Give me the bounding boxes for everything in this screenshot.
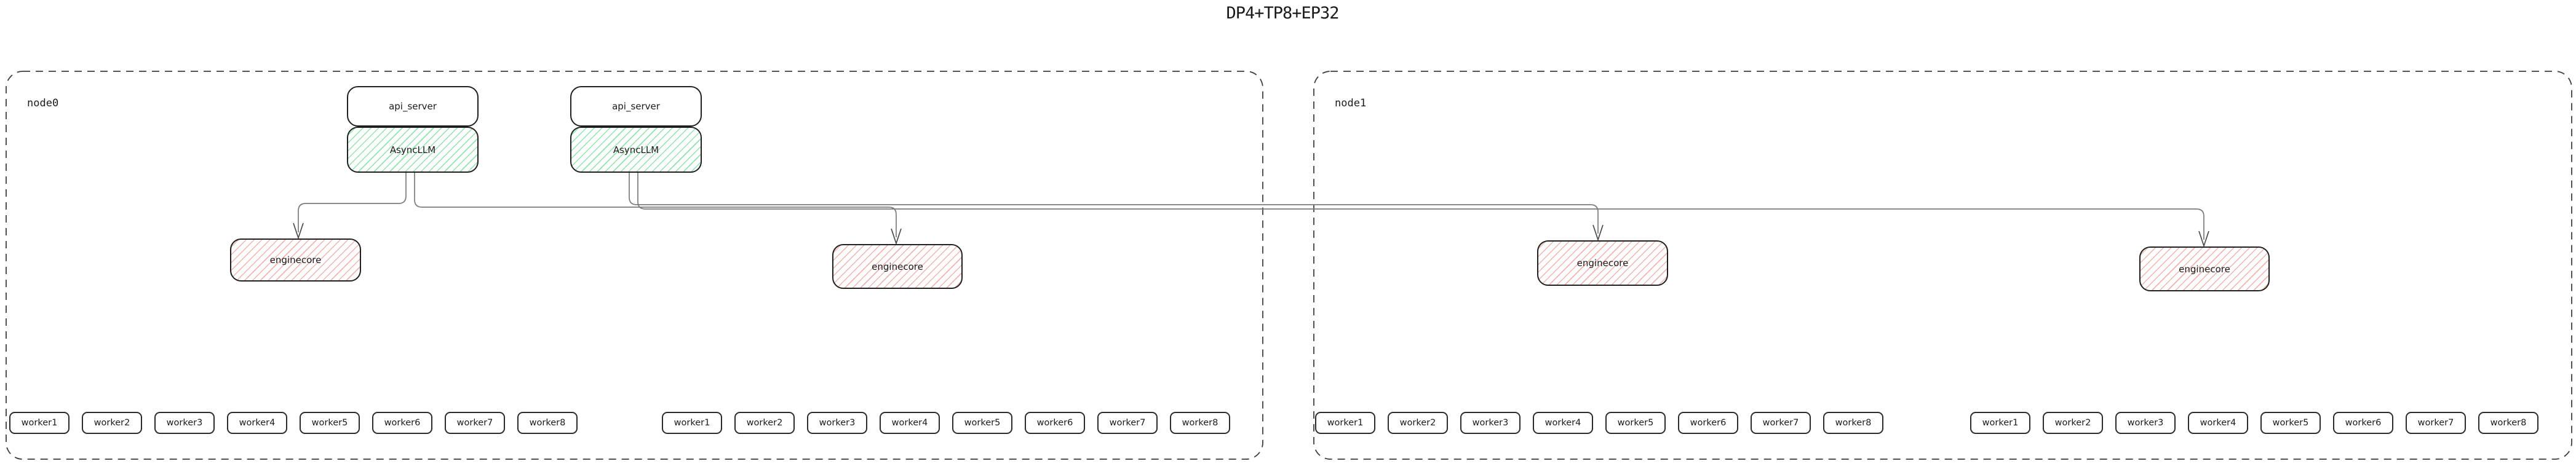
wire-asyncllm1-to-enginecore1 bbox=[298, 173, 407, 232]
worker-box: worker1 bbox=[1970, 412, 2030, 434]
worker-box: worker4 bbox=[880, 412, 940, 434]
worker-box: worker7 bbox=[1097, 412, 1158, 434]
node1-dashed-border bbox=[1313, 71, 2572, 460]
worker-box: worker4 bbox=[227, 412, 287, 434]
worker-box: worker1 bbox=[1315, 412, 1375, 434]
worker-box: worker2 bbox=[1388, 412, 1448, 434]
arrowhead-enginecore3 bbox=[1592, 224, 1604, 242]
worker-box: worker7 bbox=[445, 412, 505, 434]
node1-label: node1 bbox=[1335, 97, 1367, 109]
worker-box: worker2 bbox=[82, 412, 142, 434]
enginecore-box-1: enginecore bbox=[230, 238, 361, 282]
asyncllm-box-2: AsyncLLM bbox=[570, 127, 702, 173]
worker-box: worker1 bbox=[662, 412, 722, 434]
worker-box: worker6 bbox=[372, 412, 432, 434]
wire-asyncllm2-to-enginecore3 bbox=[629, 173, 1599, 234]
worker-box: worker8 bbox=[2478, 412, 2538, 434]
enginecore-box-2: enginecore bbox=[832, 244, 963, 289]
api-server-box-2: api_server bbox=[570, 86, 702, 127]
asyncllm-box-1: AsyncLLM bbox=[347, 127, 479, 173]
wire-asyncllm1-to-enginecore2 bbox=[414, 173, 897, 237]
diagram-title: DP4+TP8+EP32 bbox=[1226, 4, 1339, 23]
worker-box: worker4 bbox=[1533, 412, 1593, 434]
worker-box: worker3 bbox=[154, 412, 215, 434]
worker-box: worker7 bbox=[1751, 412, 1811, 434]
worker-box: worker5 bbox=[1605, 412, 1666, 434]
worker-box: worker7 bbox=[2406, 412, 2466, 434]
worker-box: worker6 bbox=[2333, 412, 2393, 434]
worker-box: worker6 bbox=[1025, 412, 1085, 434]
worker-box: worker8 bbox=[1823, 412, 1883, 434]
node0-label: node0 bbox=[27, 97, 59, 109]
worker-box: worker3 bbox=[807, 412, 867, 434]
worker-box: worker5 bbox=[300, 412, 360, 434]
wire-asyncllm2-to-enginecore4 bbox=[637, 173, 2204, 240]
worker-box: worker3 bbox=[1460, 412, 1521, 434]
worker-box: worker8 bbox=[517, 412, 578, 434]
enginecore-box-4: enginecore bbox=[2139, 246, 2270, 291]
api-server-box-1: api_server bbox=[347, 86, 479, 127]
node0-dashed-border bbox=[6, 71, 1263, 460]
enginecore-box-3: enginecore bbox=[1537, 240, 1668, 286]
arrowhead-enginecore4 bbox=[2198, 231, 2209, 248]
arrowhead-enginecore1 bbox=[293, 223, 304, 240]
worker-box: worker2 bbox=[734, 412, 795, 434]
worker-box: worker6 bbox=[1678, 412, 1738, 434]
worker-box: worker4 bbox=[2188, 412, 2248, 434]
worker-box: worker5 bbox=[952, 412, 1012, 434]
worker-box: worker1 bbox=[9, 412, 70, 434]
worker-box: worker2 bbox=[2043, 412, 2103, 434]
arrowhead-enginecore2 bbox=[891, 228, 902, 245]
worker-box: worker8 bbox=[1170, 412, 1230, 434]
worker-box: worker5 bbox=[2260, 412, 2321, 434]
worker-box: worker3 bbox=[2115, 412, 2176, 434]
